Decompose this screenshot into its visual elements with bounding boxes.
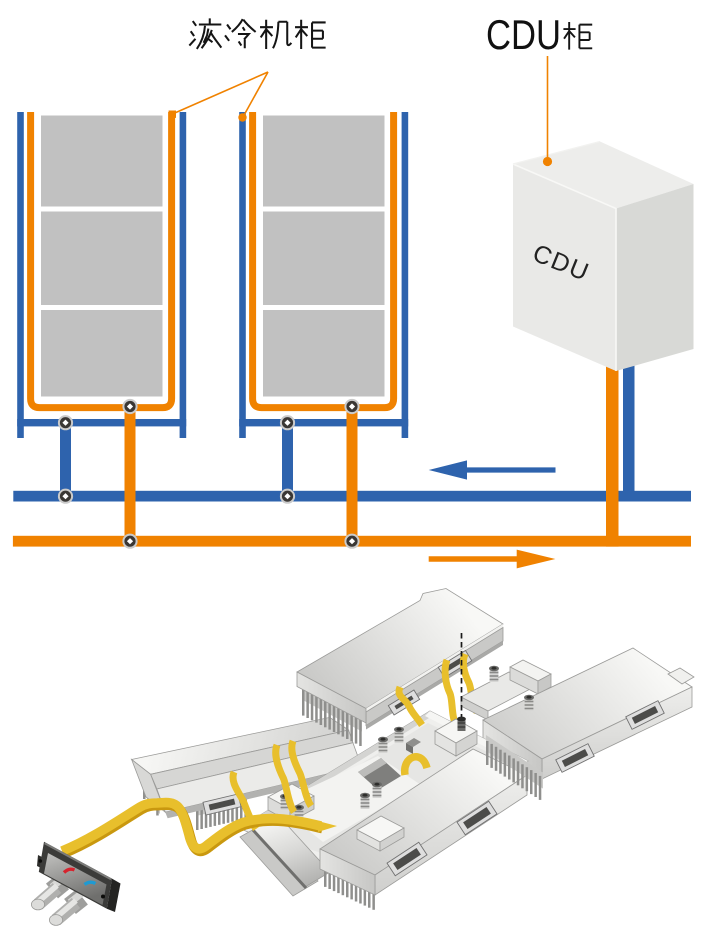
svg-text:CDU: CDU [486, 11, 561, 58]
